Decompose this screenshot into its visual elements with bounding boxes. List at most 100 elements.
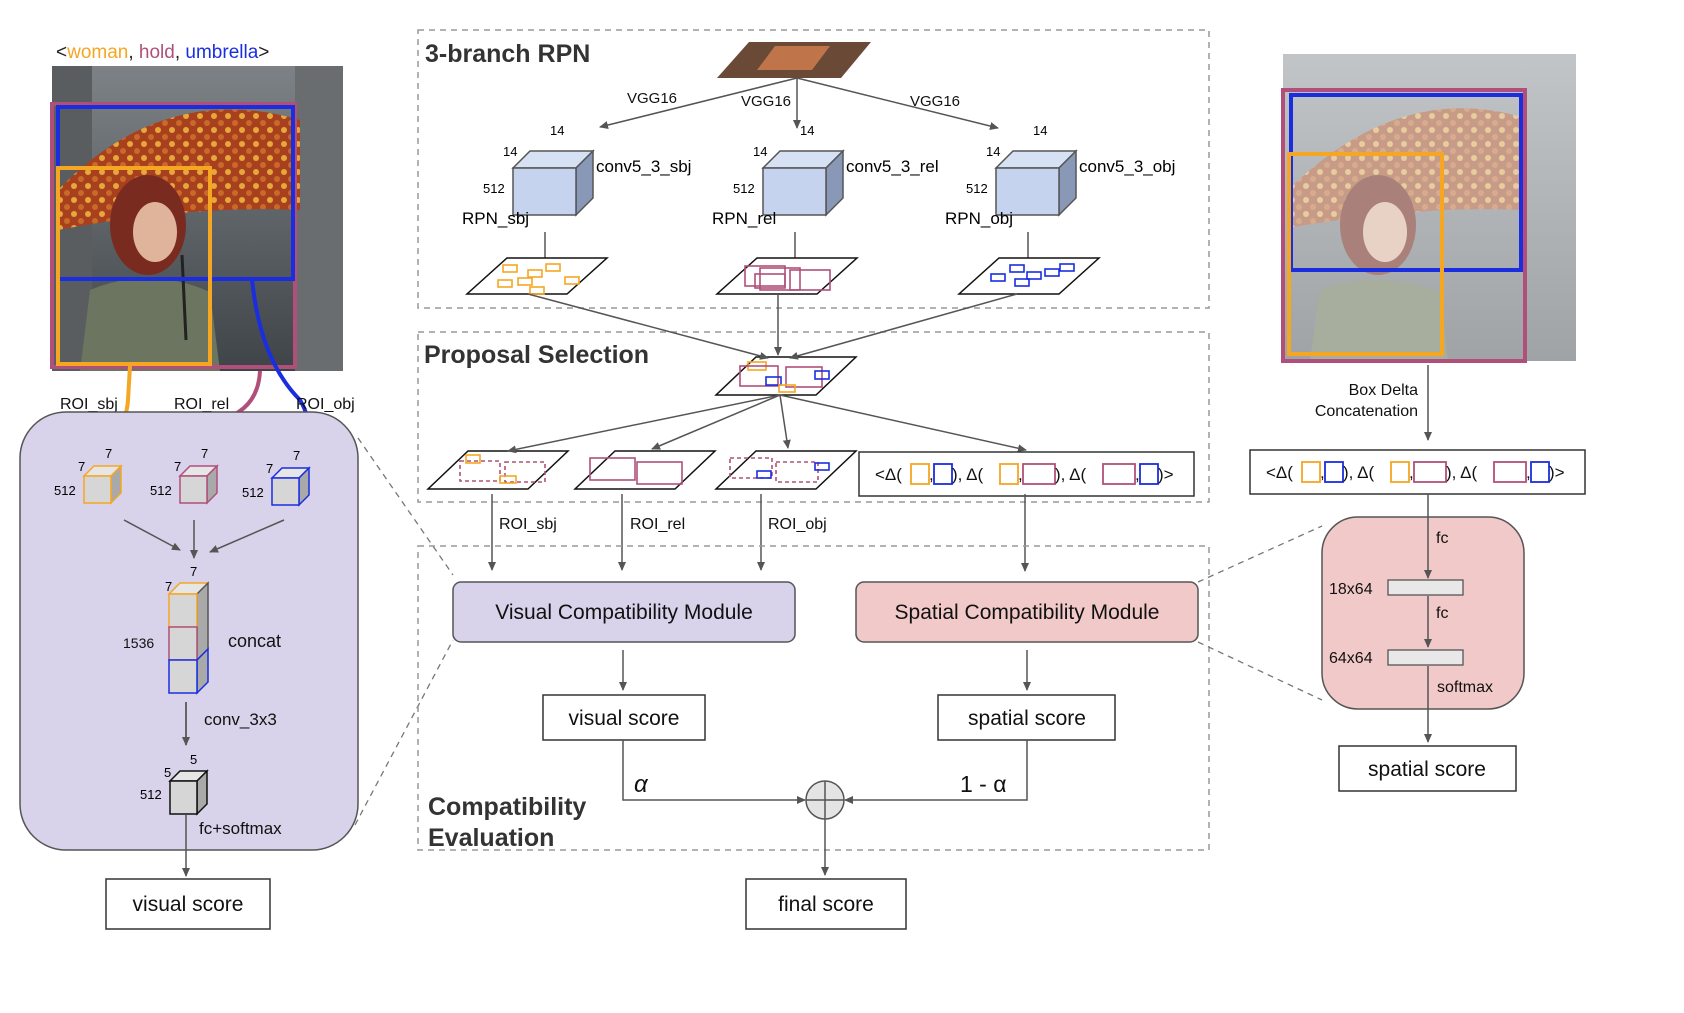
delta-text: ), Δ( [1055, 465, 1087, 484]
delta-formula-center: <Δ(,), Δ(,), Δ(,)> [858, 451, 1195, 497]
box-delta-line2: Concatenation [1315, 403, 1418, 420]
conv-label: conv_3x3 [204, 710, 277, 729]
concat-obj-slice [168, 659, 198, 694]
one-minus-alpha-label: 1 - α [960, 771, 1007, 797]
rpn-dim-h: 14 [753, 144, 767, 159]
concat-dim-w: 7 [190, 564, 197, 579]
right-photo [1283, 54, 1576, 361]
left-roi-rel-label: ROI_rel [174, 396, 229, 413]
delta-text: )> [1549, 463, 1565, 482]
center-roi-rel-label: ROI_rel [630, 516, 685, 533]
spatial-module-label: Spatial Compatibility Module [895, 601, 1160, 624]
rpn-cube-rel [761, 149, 845, 217]
delta-text: , [1320, 463, 1325, 482]
delta-text: <Δ( [875, 465, 902, 484]
left-visual-score: visual score [133, 893, 244, 916]
left-roi-sbj-label: ROI_sbj [60, 396, 118, 413]
rpn-branch-label: RPN_sbj [462, 209, 529, 228]
rpn-channels: 512 [733, 181, 755, 196]
concat-label: concat [228, 631, 281, 651]
box-delta-line1: Box Delta [1349, 382, 1418, 399]
visual-module-label: Visual Compatibility Module [495, 601, 753, 624]
rpn-cube-obj [994, 149, 1078, 217]
delta-box-glyph [1530, 461, 1550, 483]
cube-channels: 512 [150, 483, 172, 498]
rpn-plane-obj [957, 257, 1101, 295]
vgg16-label-left: VGG16 [627, 90, 677, 107]
right-sbj-box [1287, 152, 1444, 356]
visual-cube-rel [178, 464, 219, 505]
delta-text: )> [1158, 465, 1174, 484]
delta-text: , [1409, 463, 1414, 482]
left-visual-score-box [105, 878, 271, 930]
concat-channels: 1536 [123, 635, 154, 651]
center-roi-sbj-label: ROI_sbj [499, 516, 557, 533]
cube-dim-w: 7 [293, 448, 300, 463]
roi-obj-plane [714, 450, 858, 490]
compatibility-evaluation-section [417, 545, 1210, 851]
rpn-section [417, 29, 1210, 309]
center-spatial-score-box [937, 694, 1116, 741]
compatibility-title-line2: Evaluation [428, 824, 554, 852]
out-channels: 512 [140, 787, 162, 802]
conv-output-cube [168, 769, 209, 816]
layer-18x64 [1387, 579, 1464, 596]
rpn-feature-label: conv5_3_rel [846, 157, 939, 176]
input-photo [52, 66, 343, 371]
vgg16-label-center: VGG16 [741, 93, 791, 110]
delta-text: ), Δ( [1343, 463, 1375, 482]
compatibility-title-line1: Compatibility [428, 793, 586, 821]
cube-channels: 512 [54, 483, 76, 498]
cube-channels: 512 [242, 485, 264, 500]
center-spatial-score: spatial score [968, 707, 1086, 730]
delta-box-glyph [1301, 461, 1321, 483]
rpn-dim-w: 14 [1033, 123, 1047, 138]
visual-cube-sbj [82, 464, 123, 505]
delta-box-glyph [1102, 463, 1136, 485]
delta-text: ), Δ( [952, 465, 984, 484]
delta-text: , [1135, 465, 1140, 484]
right-rel-box [1281, 88, 1527, 363]
center-visual-score-box [542, 694, 706, 741]
delta-formula-right: <Δ(,), Δ(,), Δ(,)> [1249, 449, 1586, 495]
proposal-selection-section [417, 331, 1210, 503]
right-fc1: fc [1436, 530, 1448, 547]
spatial-compatibility-module [855, 581, 1199, 643]
rpn-dim-w: 14 [550, 123, 564, 138]
rpn-channels: 512 [966, 181, 988, 196]
rpn-feature-label: conv5_3_obj [1079, 157, 1175, 176]
delta-box-glyph [1139, 463, 1159, 485]
left-roi-obj-label: ROI_obj [296, 396, 355, 413]
cube-dim-w: 7 [201, 446, 208, 461]
delta-box-glyph [1324, 461, 1344, 483]
right-fc2: fc [1436, 605, 1448, 622]
triplet-label: <woman, hold, umbrella> [56, 42, 269, 63]
rpn-input-image [717, 42, 871, 78]
roi-sbj-plane [426, 450, 570, 490]
rpn-plane-sbj [465, 257, 609, 295]
delta-box-glyph [1493, 461, 1527, 483]
delta-box-glyph [1390, 461, 1410, 483]
vgg16-label-right: VGG16 [910, 93, 960, 110]
delta-box-glyph [1022, 463, 1056, 485]
spatial-module-detail-panel [1321, 516, 1525, 710]
delta-text: , [1526, 463, 1531, 482]
right-spatial-score: spatial score [1368, 758, 1486, 781]
concat-sbj-slice [168, 593, 198, 628]
rpn-feature-label: conv5_3_sbj [596, 157, 691, 176]
cube-dim-h: 7 [266, 461, 273, 476]
right-spatial-score-box [1338, 745, 1517, 792]
rpn-cube-sbj [511, 149, 595, 217]
alpha-label: α [634, 771, 649, 798]
delta-box-glyph [1413, 461, 1447, 483]
delta-text: , [929, 465, 934, 484]
rpn-dim-w: 14 [800, 123, 814, 138]
cube-dim-h: 7 [174, 459, 181, 474]
roi-sbj-box [56, 166, 212, 366]
softmax-label: softmax [1437, 679, 1493, 696]
fc-softmax-label: fc+softmax [199, 819, 282, 838]
proposal-selection-title: Proposal Selection [424, 341, 649, 369]
visual-compatibility-module [452, 581, 796, 643]
